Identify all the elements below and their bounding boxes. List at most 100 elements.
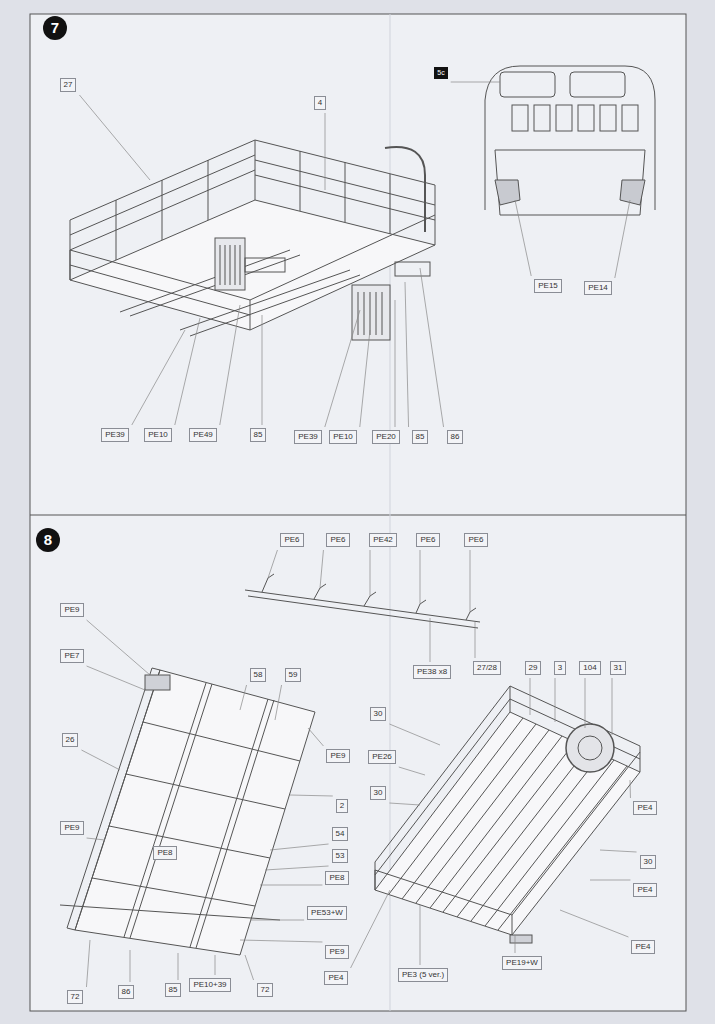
- callout-text: PE4: [637, 803, 652, 812]
- leader-line: [555, 678, 556, 722]
- callout-text: 30: [644, 857, 653, 866]
- callout-text: 5c: [437, 69, 444, 76]
- callout-box: 30: [640, 855, 657, 869]
- callout-text: PE14: [588, 283, 608, 292]
- step-number: 8: [36, 528, 60, 552]
- callout-text: PE7: [64, 651, 79, 660]
- callout-text: PE4: [635, 942, 650, 951]
- leader-line: [451, 82, 500, 83]
- callout-text: PE6: [284, 535, 299, 544]
- callout-text: 104: [583, 663, 596, 672]
- callout-text: PE8: [157, 848, 172, 857]
- callout-box: 59: [285, 668, 302, 682]
- leader-line: [399, 767, 425, 775]
- callout-text: 86: [122, 987, 131, 996]
- callout-box: 72: [67, 990, 84, 1004]
- callout-text: PE4: [637, 885, 652, 894]
- callout-box: 31: [610, 661, 627, 675]
- leader-line: [389, 803, 420, 805]
- leader-line: [395, 300, 396, 427]
- callout-box: PE9: [326, 749, 349, 763]
- callout-box: 30: [370, 786, 387, 800]
- callout-text: PE6: [330, 535, 345, 544]
- leader-line: [370, 550, 371, 596]
- leader-line: [585, 678, 586, 728]
- callout-box: PE7: [60, 649, 83, 663]
- leader-line: [325, 310, 360, 427]
- callout-box: 54: [332, 827, 349, 841]
- leader-line: [87, 666, 145, 690]
- callout-box: PE10+39: [189, 978, 230, 992]
- leader-line: [275, 685, 282, 720]
- leader-line: [215, 955, 216, 975]
- leader-line: [87, 838, 105, 840]
- leader-line: [530, 678, 531, 715]
- callout-text: PE10+39: [193, 980, 226, 989]
- callout-box: PE39: [101, 428, 129, 442]
- callout-text: PE9: [330, 751, 345, 760]
- callout-box: 2: [336, 799, 348, 813]
- leader-line: [430, 618, 431, 662]
- leader-line: [220, 305, 240, 425]
- callout-box: PE8: [325, 871, 348, 885]
- callout-box: PE38 x8: [413, 665, 451, 679]
- callout-text: PE9: [64, 823, 79, 832]
- callout-text: PE9: [64, 605, 79, 614]
- callout-text: PE19+W: [506, 958, 538, 967]
- leader-line: [600, 850, 637, 852]
- leader-line: [290, 795, 333, 796]
- leader-line: [360, 330, 370, 427]
- callout-box: PE4: [324, 971, 347, 985]
- callout-box: PE6: [464, 533, 487, 547]
- leader-line: [470, 550, 471, 612]
- callout-box: 85: [250, 428, 267, 442]
- callout-box: 29: [525, 661, 542, 675]
- callout-box: PE4: [633, 801, 656, 815]
- callout-box: 72: [257, 983, 274, 997]
- callout-box: PE8: [153, 846, 176, 860]
- callout-box: PE9: [60, 603, 83, 617]
- leader-line: [420, 268, 444, 427]
- callout-box: 85: [165, 983, 182, 997]
- callout-box: PE26: [368, 750, 396, 764]
- callout-text: 26: [66, 735, 75, 744]
- callout-box: PE6: [280, 533, 303, 547]
- callout-box: PE10: [329, 430, 357, 444]
- leader-line: [615, 200, 630, 278]
- callout-box: PE9: [60, 821, 83, 835]
- callout-box: PE19+W: [502, 956, 542, 970]
- callout-box: 85: [412, 430, 429, 444]
- callout-box: PE3 (5 ver.): [398, 968, 448, 982]
- leader-line: [178, 953, 179, 980]
- callout-text: 58: [254, 670, 263, 679]
- leader-line: [325, 113, 326, 190]
- view-marker: 5c: [434, 67, 447, 79]
- callout-text: PE42: [373, 535, 393, 544]
- leader-line: [515, 200, 531, 276]
- leader-line: [250, 920, 304, 921]
- leader-line: [612, 678, 613, 735]
- callout-box: PE4: [631, 940, 654, 954]
- leader-line: [475, 622, 476, 658]
- callout-text: PE9: [329, 947, 344, 956]
- callout-text: PE38 x8: [417, 667, 447, 676]
- callout-box: PE20: [372, 430, 400, 444]
- callout-box: 104: [579, 661, 600, 675]
- callout-box: PE42: [369, 533, 397, 547]
- callout-text: 4: [318, 98, 322, 107]
- callout-text: PE15: [538, 281, 558, 290]
- callout-box: 53: [332, 849, 349, 863]
- callout-text: PE4: [328, 973, 343, 982]
- callout-box: PE6: [326, 533, 349, 547]
- leader-line: [262, 315, 263, 425]
- callout-box: PE9: [325, 945, 348, 959]
- leader-line: [351, 890, 390, 968]
- leader-line: [86, 940, 90, 987]
- callout-text: 72: [71, 992, 80, 1001]
- leader-line: [245, 955, 254, 980]
- callout-box: 3: [554, 661, 566, 675]
- callout-text: PE39: [298, 432, 318, 441]
